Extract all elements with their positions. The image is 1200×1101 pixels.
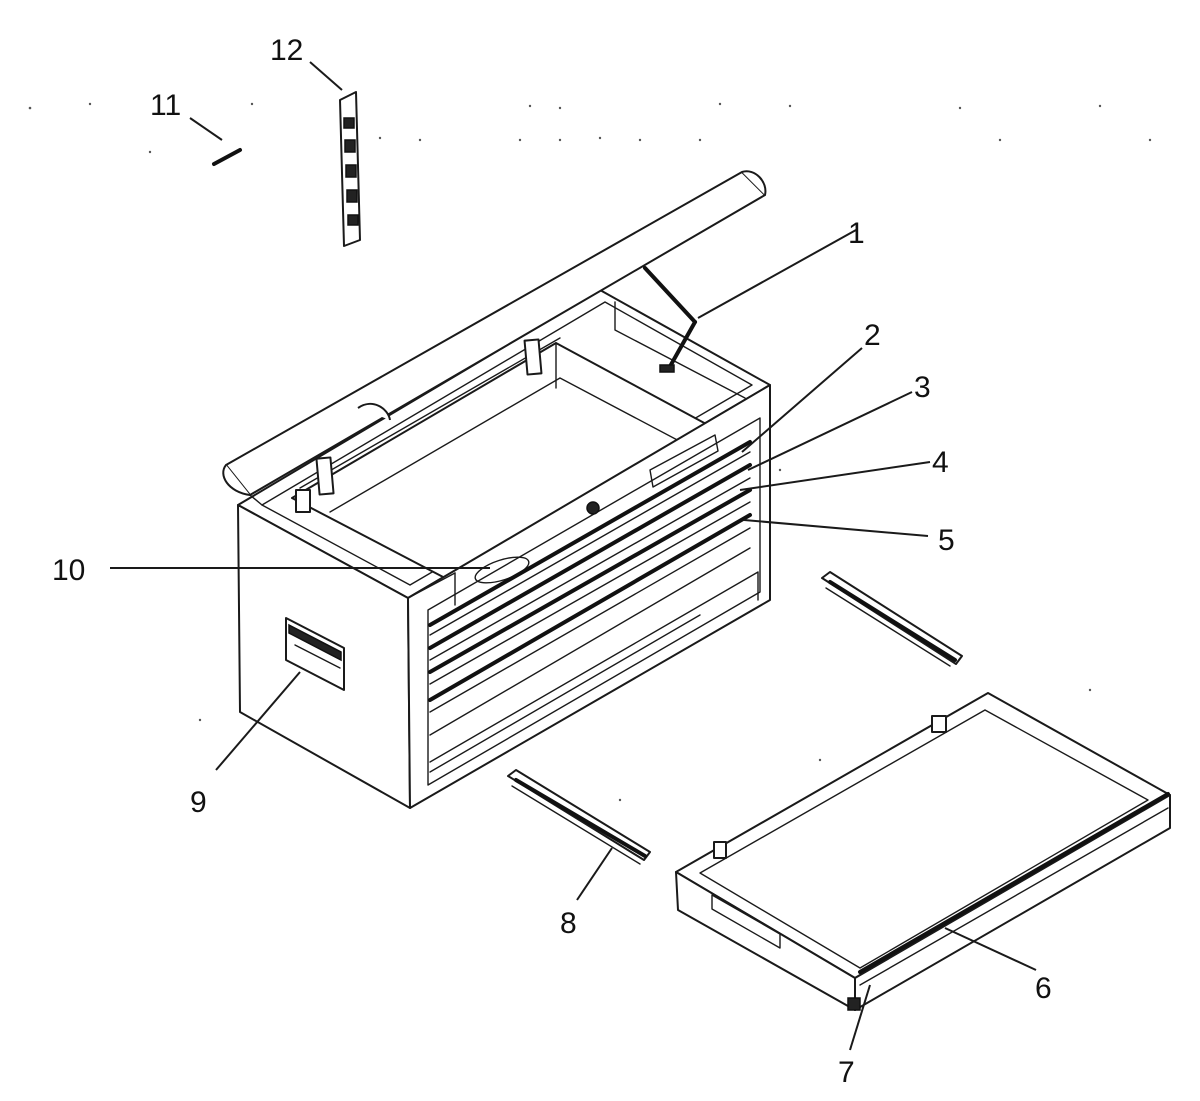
chest-body — [237, 289, 771, 809]
callout-1: 1 — [848, 217, 865, 250]
drawer-slide-lower — [507, 769, 651, 865]
hinge-right — [523, 338, 543, 376]
name-plate — [649, 434, 719, 488]
callout-7: 7 — [838, 1056, 855, 1089]
hinge-left — [315, 456, 335, 496]
callout-2: 2 — [864, 319, 881, 352]
callout-8: 8 — [560, 907, 577, 940]
lock — [586, 501, 600, 515]
drawer-slide-upper — [821, 571, 963, 667]
drawer-fronts — [428, 440, 752, 736]
drawer — [675, 692, 1171, 1011]
chest-lid — [222, 170, 767, 513]
scan-noise — [28, 102, 1152, 802]
piano-hinge — [339, 91, 361, 247]
callout-6: 6 — [1035, 972, 1052, 1005]
callout-12: 12 — [270, 34, 303, 67]
leader-lines — [110, 61, 1037, 1051]
lid-stay — [643, 266, 697, 373]
callout-11: 11 — [150, 89, 181, 122]
callouts: 1 2 3 4 5 6 7 8 9 10 11 12 — [52, 34, 1052, 1089]
callout-3: 3 — [914, 371, 931, 404]
badge-emblem — [474, 556, 530, 584]
hinge-pin — [212, 148, 242, 166]
callout-10: 10 — [52, 554, 85, 587]
chest-front — [407, 384, 771, 809]
callout-4: 4 — [932, 446, 949, 479]
callout-9: 9 — [190, 786, 207, 819]
callout-5: 5 — [938, 524, 955, 557]
